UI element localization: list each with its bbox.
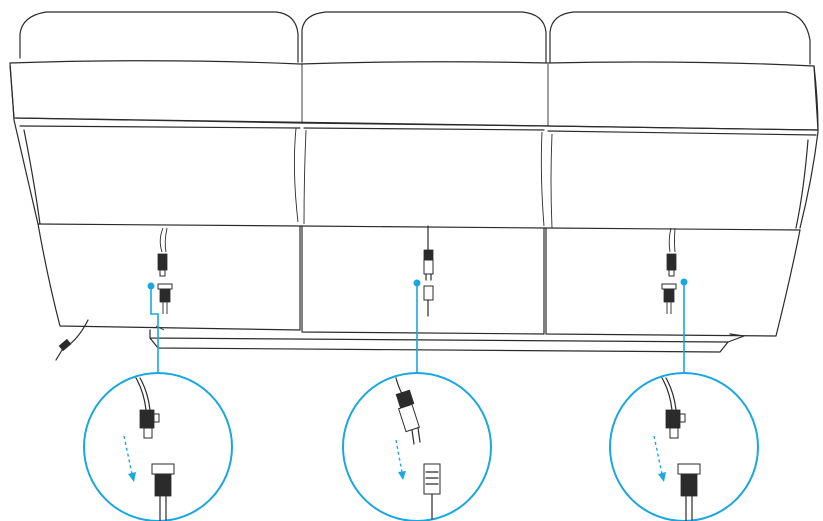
headrest-middle — [301, 11, 547, 63]
dashed-arrow-icon — [653, 435, 663, 475]
headrest-left — [19, 11, 299, 63]
back-upper-panel — [9, 60, 819, 131]
connector-left — [157, 227, 173, 314]
back-middle-band — [15, 117, 819, 131]
plug-connector-icon — [661, 377, 701, 521]
detail-callout-middle — [342, 372, 492, 521]
detail-callout-left — [83, 372, 233, 521]
dashed-arrow-icon — [123, 435, 133, 475]
lower-panel-middle — [301, 225, 545, 335]
headrest-right — [549, 11, 811, 65]
lower-panel-left — [37, 223, 301, 331]
plug-connector-icon — [395, 377, 441, 521]
lower-panel-right — [545, 227, 801, 337]
power-cord-icon — [55, 319, 89, 361]
detail-callout-right — [609, 372, 759, 521]
base-rail — [149, 329, 745, 343]
plug-connector-icon — [135, 377, 175, 521]
callout-leaders — [147, 278, 688, 373]
connector-right — [661, 227, 677, 314]
sofa-back-view — [9, 11, 819, 353]
connector-middle — [423, 225, 434, 317]
